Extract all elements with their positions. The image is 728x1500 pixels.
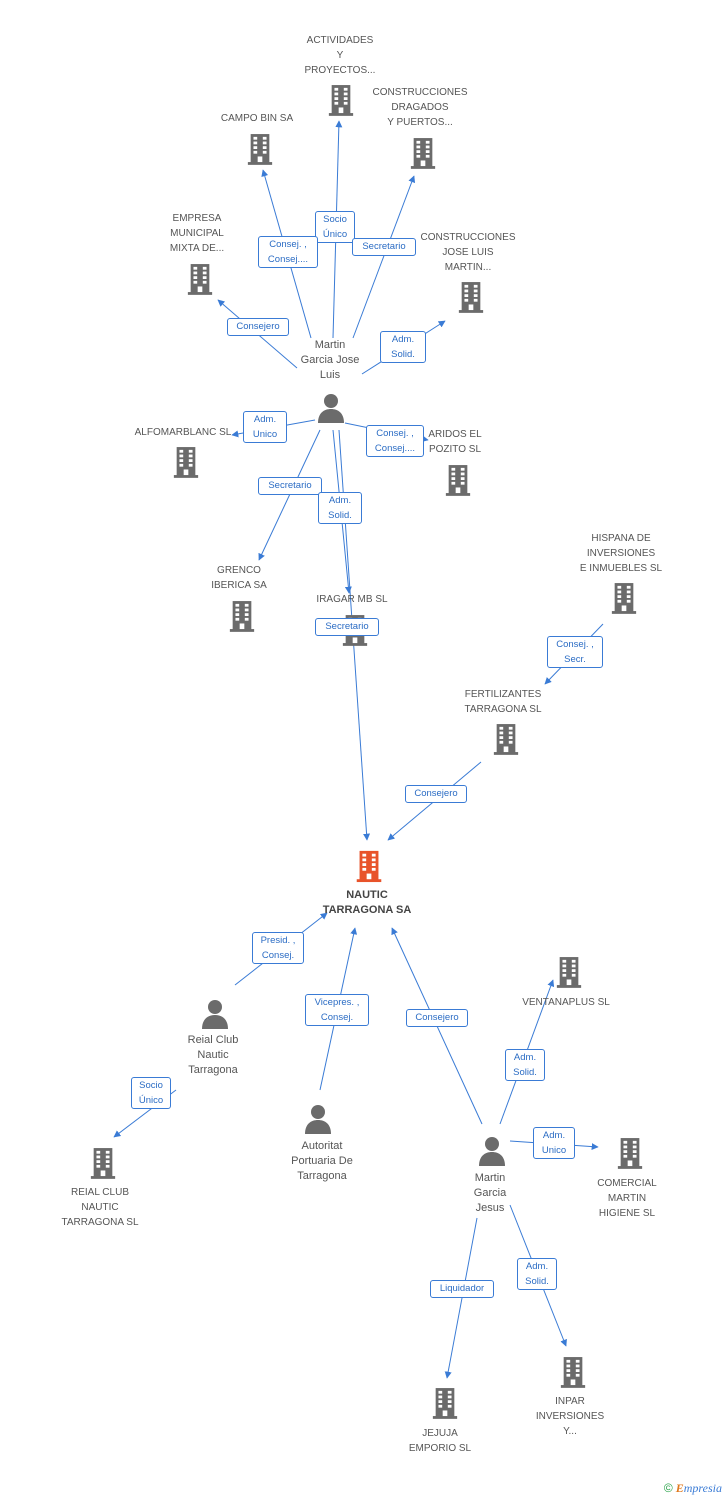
node-label-reial-club-sl[interactable]: REIAL CLUB NAUTIC TARRAGONA SL (61, 1187, 139, 1228)
edge-label-e8[interactable]: Secretario (258, 477, 322, 495)
edge-label-e20[interactable]: Adm. Solid. (517, 1258, 557, 1290)
node-label-alfomarblanc[interactable]: ALFOMARBLANC SL (134, 427, 232, 438)
node-label-comercial-martin[interactable]: COMERCIAL MARTIN HIGIENE SL (597, 1178, 657, 1219)
edge-line-e3 (352, 175, 416, 339)
edge-label-e2[interactable]: Consej. , Consej.... (258, 236, 318, 268)
node-label-construcciones-dragados[interactable]: CONSTRUCCIONES DRAGADOS Y PUERTOS... (372, 87, 468, 128)
edge-label-e11[interactable]: Consej. , Secr. (547, 636, 603, 668)
building-icon-campo-bin[interactable] (247, 134, 273, 165)
building-icon-jejuja-emporio[interactable] (432, 1388, 458, 1419)
building-icon-inpar-inversiones[interactable] (560, 1357, 586, 1388)
node-label-aridos-el-pozito[interactable]: ARIDOS EL POZITO SL (428, 429, 482, 455)
building-icon-fertilizantes-tarragona[interactable] (493, 724, 519, 755)
building-icon-hispana-inversiones[interactable] (611, 583, 637, 614)
person-icon-reial-club-person[interactable] (202, 1000, 228, 1029)
building-icon-construcciones-dragados[interactable] (410, 138, 436, 169)
edge-label-e5[interactable]: Adm. Solid. (380, 331, 426, 363)
edge-label-e15[interactable]: Vicepres. , Consej. (305, 994, 369, 1026)
copyright-icon: © (663, 1481, 673, 1495)
building-icon-comercial-martin[interactable] (617, 1138, 643, 1169)
building-icon-ventanaplus[interactable] (556, 957, 582, 988)
node-label-hispana-inversiones[interactable]: HISPANA DE INVERSIONES E INMUEBLES SL (579, 533, 663, 574)
building-icon-empresa-municipal[interactable] (187, 264, 213, 295)
node-label-ventanaplus[interactable]: VENTANAPLUS SL (522, 997, 610, 1008)
building-icon-reial-club-sl[interactable] (90, 1148, 116, 1179)
node-label-construcciones-jose-luis[interactable]: CONSTRUCCIONES JOSE LUIS MARTIN... (420, 232, 516, 273)
node-label-nautic-tarragona[interactable]: NAUTIC TARRAGONA SA (322, 889, 412, 916)
edge-label-e14[interactable]: Socio Único (131, 1077, 171, 1109)
node-label-jejuja-emporio[interactable]: JEJUJA EMPORIO SL (408, 1428, 472, 1454)
edge-label-e19[interactable]: Liquidador (430, 1280, 494, 1298)
node-label-martin-garcia-jesus[interactable]: Martin Garcia Jesus (473, 1172, 507, 1214)
building-icon-construcciones-jose-luis[interactable] (458, 282, 484, 313)
node-label-empresa-municipal[interactable]: EMPRESA MUNICIPAL MIXTA DE... (169, 213, 225, 254)
building-icon-nautic-tarragona[interactable] (356, 850, 382, 883)
edge-label-e3[interactable]: Secretario (352, 238, 416, 256)
brand-initial: E (675, 1481, 684, 1495)
person-icon-autoritat-portuaria[interactable] (305, 1105, 331, 1134)
edge-label-e6[interactable]: Adm. Unico (243, 411, 287, 443)
edge-label-e12[interactable]: Consejero (405, 785, 467, 803)
edge-label-e10[interactable]: Secretario (315, 618, 379, 636)
building-icon-aridos-el-pozito[interactable] (445, 465, 471, 496)
building-icon-alfomarblanc[interactable] (173, 447, 199, 478)
brand-name: mpresia (683, 1481, 722, 1495)
edge-label-e16[interactable]: Consejero (406, 1009, 468, 1027)
node-label-iragar-mb[interactable]: IRAGAR MB SL (316, 594, 388, 605)
node-label-campo-bin[interactable]: CAMPO BIN SA (220, 113, 294, 124)
edge-label-e17[interactable]: Adm. Solid. (505, 1049, 545, 1081)
building-icon-grenco-iberica[interactable] (229, 601, 255, 632)
edge-line-e19 (444, 1217, 478, 1379)
edge-label-e7[interactable]: Consej. , Consej.... (366, 425, 424, 457)
node-label-autoritat-portuaria[interactable]: Autoritat Portuaria De Tarragona (291, 1140, 353, 1182)
edge-line-e8 (258, 429, 321, 561)
node-label-grenco-iberica[interactable]: GRENCO IBERICA SA (211, 565, 267, 591)
node-label-fertilizantes-tarragona[interactable]: FERTILIZANTES TARRAGONA SL (464, 689, 542, 715)
person-icon-martin-garcia-jesus[interactable] (479, 1137, 505, 1166)
edge-label-e9[interactable]: Adm. Solid. (318, 492, 362, 524)
edge-label-e13[interactable]: Presid. , Consej. (252, 932, 304, 964)
footer-brand: © Empresia (664, 1481, 722, 1496)
node-label-actividades[interactable]: ACTIVIDADES Y PROYECTOS... (304, 35, 376, 76)
node-label-martin-garcia-jose-luis[interactable]: Martin Garcia Jose Luis (300, 339, 360, 381)
edge-label-e1[interactable]: Socio Único (315, 211, 355, 243)
edge-label-e18[interactable]: Adm. Unico (533, 1127, 575, 1159)
node-label-inpar-inversiones[interactable]: INPAR INVERSIONES Y... (535, 1396, 605, 1437)
edge-label-e4[interactable]: Consejero (227, 318, 289, 336)
person-icon-martin-garcia-jose-luis[interactable] (318, 394, 344, 423)
node-label-reial-club-person[interactable]: Reial Club Nautic Tarragona (187, 1034, 239, 1076)
